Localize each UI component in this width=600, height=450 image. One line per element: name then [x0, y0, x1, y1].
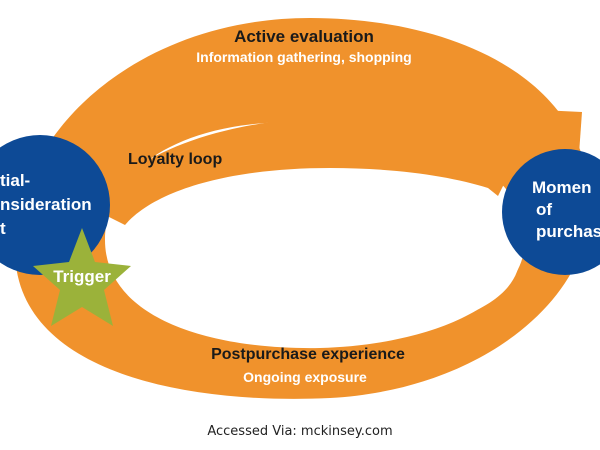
loyalty-loop-title: Loyalty loop — [128, 151, 222, 168]
moment-of-purchase-node — [502, 149, 600, 275]
postpurchase-title: Postpurchase experience — [211, 346, 405, 363]
right-node-line-3: purchas — [536, 222, 600, 241]
loyalty-loop-band — [95, 118, 522, 225]
trigger-star — [33, 228, 131, 326]
inner-hole — [150, 164, 520, 338]
left-node-line-3: t — [0, 219, 6, 238]
trigger-label: Trigger — [53, 267, 111, 286]
postpurchase-subtitle: Ongoing exposure — [243, 369, 367, 385]
active-evaluation-title: Active evaluation — [234, 27, 374, 46]
right-node-line-2: of — [536, 200, 552, 219]
source-caption: Accessed Via: mckinsey.com — [207, 424, 393, 439]
active-evaluation-subtitle: Information gathering, shopping — [196, 49, 411, 65]
left-node-line-1: tial- — [0, 171, 30, 190]
right-node-line-1: Momen — [532, 178, 592, 197]
left-node-line-2: nsideration — [0, 195, 92, 214]
outer-orange-ring — [15, 18, 590, 399]
